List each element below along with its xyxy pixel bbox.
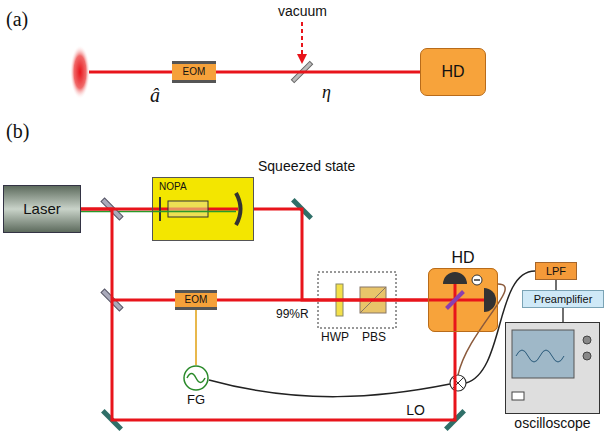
fg-sine <box>187 374 205 383</box>
panel-label: (a) <box>6 8 28 31</box>
generator-circle <box>183 365 209 391</box>
node-label: FG <box>187 393 205 408</box>
hd-internals <box>454 284 457 332</box>
oscilloscope-body <box>583 352 591 360</box>
node-label: NOPA <box>159 181 187 193</box>
eom-box: EOM <box>175 290 217 310</box>
oscilloscope-box: oscilloscope <box>505 322 600 414</box>
node-label: Preamplifier <box>534 293 593 306</box>
efficiency-symbol: η <box>322 82 331 103</box>
node-label: EOM <box>183 66 206 78</box>
node-label: oscilloscope <box>514 415 590 431</box>
hd-fill <box>428 268 498 332</box>
hd-internals <box>428 272 496 332</box>
waveplate-label: HWP <box>321 331 349 345</box>
input-mode-source <box>70 45 90 99</box>
hd-fill <box>428 268 498 332</box>
nopa-internals <box>168 201 208 217</box>
beam-to-eom <box>112 299 175 302</box>
vacuum-arrow <box>301 22 303 62</box>
nopa-internals <box>159 197 161 221</box>
hd-internals <box>472 275 482 285</box>
fg-mixer-wire <box>209 380 450 397</box>
oscilloscope-body <box>505 322 600 414</box>
mixer-symbol <box>450 375 466 391</box>
signal-beam <box>217 299 428 302</box>
fg-mixer-wire <box>209 380 450 397</box>
homodyne-detector: HD <box>428 268 498 332</box>
nopa-fill <box>152 177 254 241</box>
nopa-internals <box>236 193 241 225</box>
nopa-cavity: NOPA <box>152 177 254 241</box>
input-mode-source <box>70 45 90 99</box>
oscilloscope-body <box>583 336 591 344</box>
splitter-label: 99%R <box>276 308 309 322</box>
laser-beam <box>89 71 172 74</box>
mode-symbol: â <box>150 84 160 107</box>
vacuum-label: vacuum <box>278 3 327 19</box>
nopa-fill <box>152 177 254 241</box>
signal-wire <box>555 280 556 290</box>
laser-beam <box>216 71 420 74</box>
edge-label: LO <box>405 402 426 418</box>
hd-internals <box>443 272 467 284</box>
homodyne-detector: HD <box>420 48 486 96</box>
oscilloscope-body <box>512 330 574 378</box>
node-label: LPF <box>546 265 566 278</box>
node-label: EOM <box>185 294 208 306</box>
hd-internals <box>445 290 465 310</box>
eom-box: EOM <box>172 61 216 83</box>
low-pass-filter: LPF <box>535 262 577 280</box>
hd-internals <box>474 279 480 281</box>
state-label: Squeezed state <box>258 158 355 174</box>
oscilloscope-body <box>505 322 600 414</box>
beam-to-eom <box>112 300 175 301</box>
nopa-internals <box>152 193 241 225</box>
fg-sine <box>187 374 205 383</box>
pbs-label: PBS <box>362 331 386 345</box>
laser-beam <box>89 72 172 73</box>
drive-wire <box>195 310 197 365</box>
node-label: HD <box>441 63 464 81</box>
laser-box: Laser <box>3 185 81 233</box>
node-label: Laser <box>23 200 61 217</box>
node-label: HD <box>451 249 474 267</box>
vacuum-arrow <box>302 22 303 62</box>
pump-beam <box>81 211 236 213</box>
squeezed-beam <box>254 209 428 300</box>
signal-wire <box>562 308 563 322</box>
generator-circle <box>184 366 208 390</box>
pump-beam <box>81 211 236 212</box>
mixer-symbol <box>450 375 466 391</box>
function-generator: FG <box>183 365 209 391</box>
oscilloscope-body <box>516 350 564 362</box>
preamplifier-box: Preamplifier <box>522 290 604 308</box>
oscilloscope-body <box>512 392 524 400</box>
panel-label: (b) <box>6 120 29 143</box>
lo-beam <box>81 209 455 420</box>
